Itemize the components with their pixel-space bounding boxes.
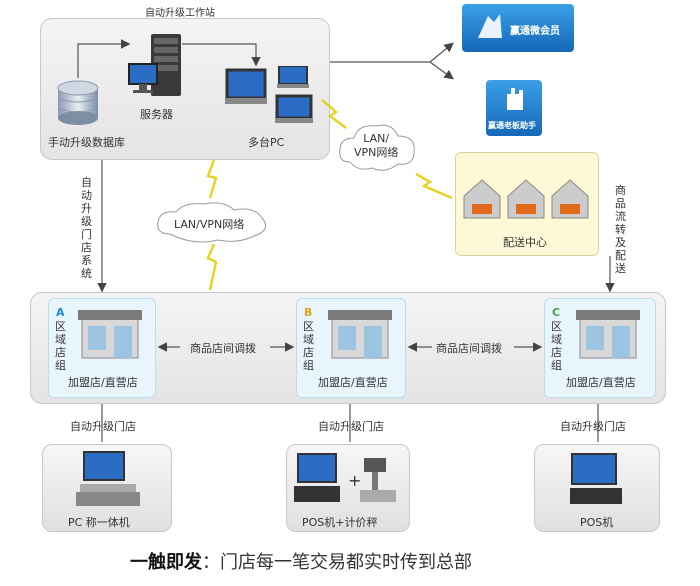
terminal-1-label: PC 称一体机 [68, 516, 130, 529]
pc-scale-icon [76, 450, 140, 508]
terminal-3-label: POS机 [580, 516, 614, 529]
network-cloud-top [336, 118, 420, 178]
server-label: 服务器 [140, 108, 173, 121]
app-logo-weihuiyuan: 赢通微会员 [462, 4, 574, 52]
auto-upgrade-label-a: 自动升级门店 [70, 420, 136, 433]
terminal-2-label: POS机+计价秤 [302, 516, 378, 529]
pos-scale-icon: + [292, 450, 404, 508]
footer-bold: 一触即发 [130, 552, 202, 573]
pos-icon [566, 452, 626, 508]
storefront-icon-a [78, 308, 142, 360]
app-logo-laobanzhushou: 赢通老板助手 [486, 80, 542, 136]
network-top-label: LAN/ VPN网络 [354, 132, 399, 159]
multi-pc-icon [225, 65, 315, 126]
db-label: 手动升级数据库 [48, 136, 125, 149]
distribution-label: 配送中心 [503, 236, 547, 249]
pc-label: 多台PC [248, 136, 285, 149]
warehouse-icons [462, 176, 592, 222]
storefront-icon-c [576, 308, 640, 360]
network-mid-label: LAN/VPN网络 [174, 218, 245, 231]
group-a-letter: A [56, 306, 65, 319]
flow-vertical-text: 商品流转及配送 [615, 184, 626, 275]
footer-text: 门店每一笔交易都实时传到总部 [220, 552, 472, 573]
group-a-vertical: 区域店组 [55, 320, 66, 372]
workstation-title: 自动升级工作站 [145, 8, 215, 19]
footer: 一触即发：门店每一笔交易都实时传到总部 [130, 548, 472, 574]
group-c-letter: C [552, 306, 561, 319]
group-c-store: 加盟店/直营店 [566, 376, 636, 389]
group-b-vertical: 区域店组 [303, 320, 314, 372]
network-cloud-mid [154, 200, 272, 244]
group-b-letter: B [304, 306, 313, 319]
transfer-label-ab: 商品店间调拨 [190, 342, 256, 355]
app1-label: 赢通微会员 [510, 26, 560, 37]
group-c-vertical: 区域店组 [551, 320, 562, 372]
left-vertical-text: 自动升级门店系统 [81, 176, 92, 280]
group-b-store: 加盟店/直营店 [318, 376, 388, 389]
footer-colon: ： [202, 552, 220, 573]
auto-upgrade-label-c: 自动升级门店 [560, 420, 626, 433]
group-a-store: 加盟店/直营店 [68, 376, 138, 389]
auto-upgrade-label-b: 自动升级门店 [318, 420, 384, 433]
server-icon [125, 34, 185, 98]
transfer-label-bc: 商品店间调拨 [436, 342, 502, 355]
svg-text:+: + [348, 471, 361, 490]
app2-label: 赢通老板助手 [488, 121, 536, 130]
storefront-icon-b [328, 308, 392, 360]
database-icon [56, 80, 100, 126]
